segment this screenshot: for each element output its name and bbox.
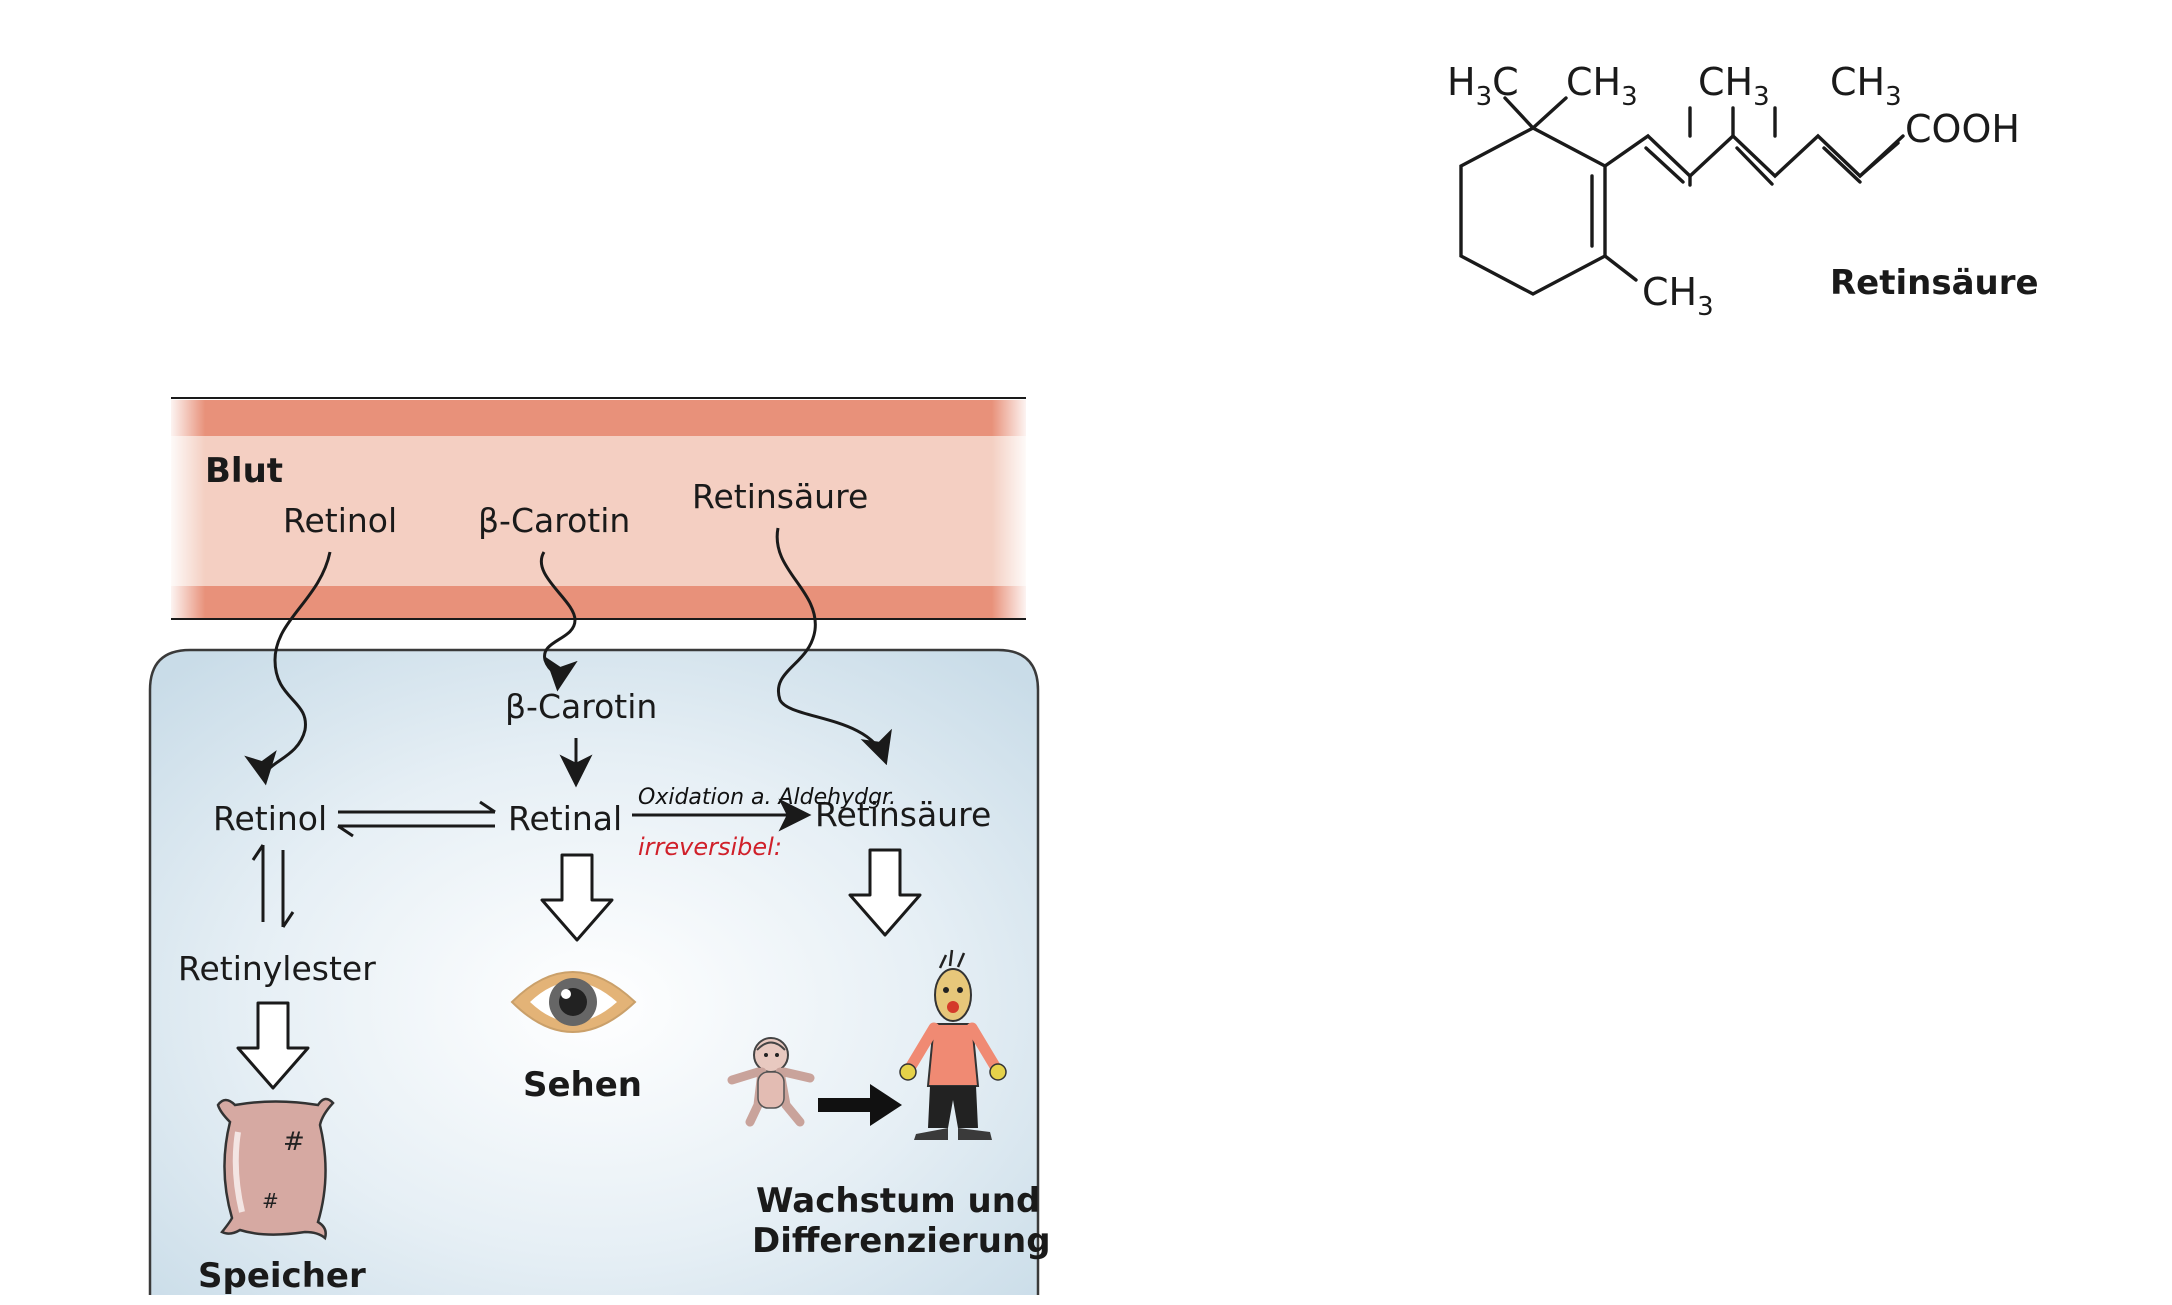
cell-retinol-label: Retinol [213,799,327,838]
label-cooh: COOH [1905,107,2020,151]
storage-sack-icon: # # [216,1097,335,1241]
growth-hollow-arrow [848,848,922,937]
ring-bonds [1459,126,1607,296]
ester-up-arrow [251,844,265,922]
vision-hollow-arrow [540,853,614,942]
oxidation-note: Oxidation a. Aldehydgr. [638,785,896,810]
equilibrium-back-arrow [337,824,495,838]
svg-text:#: # [283,1127,305,1157]
label-ch3-3: CH3 [1830,60,1902,112]
blood-retinol-label: Retinol [283,501,397,540]
retinsaeure-structure: H3C CH3 CH3 CH3 COOH CH3 Retinsäure [1447,60,2039,322]
cell: β-Carotin Retinol Retinal Retinsäure Oxi… [148,527,1051,1296]
structure-name: Retinsäure [1830,263,2039,303]
retinsaeure-uptake-arrow [775,527,892,766]
label-ch3-ring: CH3 [1642,270,1714,322]
ester-down-arrow [281,850,295,928]
wachstum-label-line1: Wachstum und [756,1181,1040,1221]
cell-carotin-label: β-Carotin [505,687,657,726]
label-ch3-1: CH3 [1566,60,1638,112]
speicher-label: Speicher [198,1256,366,1296]
cell-retinal-label: Retinal [508,799,622,838]
wachstum-label-line2: Differenzierung [752,1221,1051,1261]
eye-icon [510,971,637,1033]
sehen-label: Sehen [523,1065,642,1105]
baby-icon [727,1037,815,1127]
label-h3c: H3C [1447,60,1519,112]
blood-retinsaeure-label: Retinsäure [692,477,868,516]
svg-text:#: # [262,1189,279,1213]
polyene-chain [1603,133,1905,179]
equilibrium-forward-arrow [338,800,496,814]
blood-carotin-label: β-Carotin [478,501,630,540]
irreversible-note: irreversibel: [638,833,782,861]
retinol-uptake-arrow [244,551,332,786]
cell-retinylester-label: Retinylester [178,949,376,988]
cell-retinsaeure-label: Retinsäure [815,795,991,834]
blood-vessel: Blut Retinol β-Carotin Retinsäure [171,397,1026,620]
adult-person-icon [899,949,1007,1140]
carotin-uptake-arrow [539,551,578,692]
growth-arrow-icon [818,1084,902,1126]
blood-label: Blut [205,451,283,491]
label-ch3-2: CH3 [1698,60,1770,112]
storage-hollow-arrow [236,1001,310,1090]
